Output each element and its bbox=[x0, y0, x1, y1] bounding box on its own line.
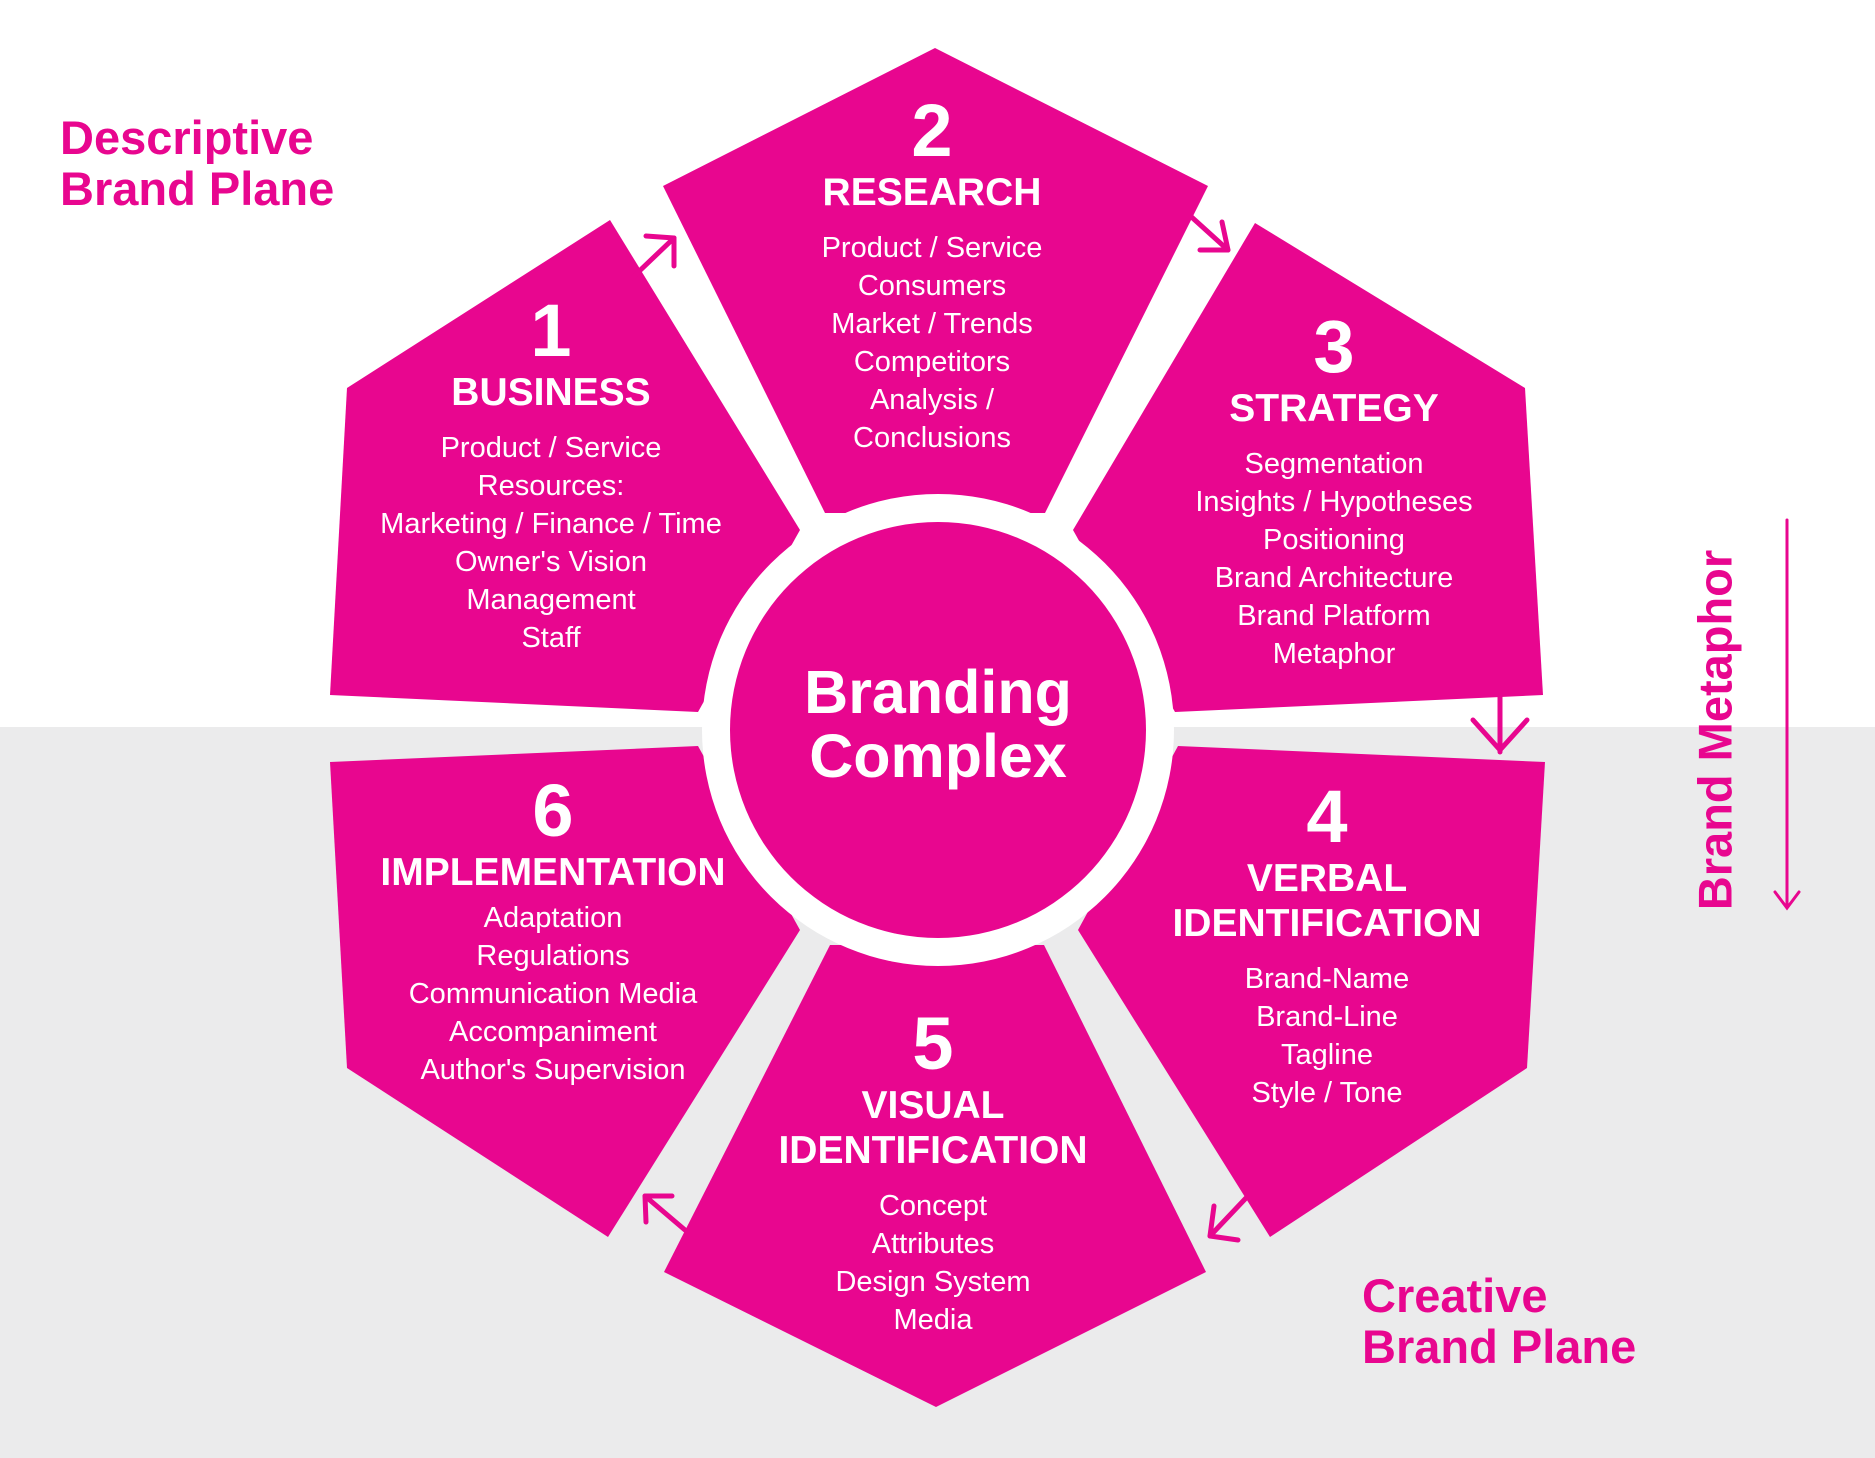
list-item: Brand Architecture bbox=[1214, 562, 1454, 594]
list-item: Market / Trends bbox=[831, 308, 1033, 340]
segment-2-content: 2 RESEARCH Product / Service Consumers M… bbox=[822, 92, 1043, 457]
center-title: Branding Complex bbox=[804, 660, 1072, 788]
list-item: Staff bbox=[521, 622, 581, 654]
list-item: Regulations bbox=[476, 940, 630, 972]
list-item: Author's Supervision bbox=[420, 1054, 686, 1086]
segment-4-number: 4 bbox=[1306, 775, 1348, 858]
segment-5-items: Concept Attributes Design System Media bbox=[778, 1187, 1087, 1339]
segment-2-items: Product / Service Consumers Market / Tre… bbox=[822, 229, 1043, 457]
arrow-2-to-3-icon bbox=[1183, 209, 1231, 253]
segment-4-title-line-2: IDENTIFICATION bbox=[1172, 902, 1482, 945]
segment-3-shape bbox=[1073, 223, 1543, 712]
list-item: Media bbox=[893, 1304, 973, 1336]
center-title-line-2: Complex bbox=[809, 722, 1067, 790]
center-circle bbox=[730, 522, 1146, 938]
list-item: Metaphor bbox=[1272, 638, 1396, 670]
descriptive-plane-line-1: Descriptive bbox=[60, 111, 314, 164]
list-item: Product / Service bbox=[821, 232, 1043, 264]
list-item: Adaptation bbox=[483, 902, 623, 934]
brand-metaphor-label: Brand Metaphor bbox=[1688, 549, 1742, 911]
arrow-5-to-6-icon bbox=[642, 1193, 688, 1233]
list-item: Communication Media bbox=[408, 978, 698, 1010]
segment-3-number: 3 bbox=[1313, 305, 1355, 388]
segment-6-content: 6 IMPLEMENTATION Adaptation Regulations … bbox=[380, 772, 725, 1089]
creative-plane-label: Creative Brand Plane bbox=[1362, 1270, 1636, 1372]
list-item: Management bbox=[466, 584, 636, 616]
segment-4-content: 4 VERBAL IDENTIFICATION Brand-Name Brand… bbox=[1172, 778, 1481, 1112]
segment-1-items: Product / Service Resources: Marketing /… bbox=[380, 429, 722, 657]
center-title-line-1: Branding bbox=[804, 658, 1072, 726]
segment-2-title: RESEARCH bbox=[822, 171, 1042, 214]
segment-6-number: 6 bbox=[532, 769, 574, 852]
list-item: Concept bbox=[878, 1190, 987, 1222]
list-item: Accompaniment bbox=[449, 1016, 657, 1048]
segment-2-shape bbox=[663, 48, 1208, 513]
brand-metaphor-arrow-icon bbox=[1773, 518, 1801, 911]
descriptive-plane-line-2: Brand Plane bbox=[60, 162, 335, 215]
list-item: Analysis / bbox=[869, 384, 995, 416]
segment-5-title-line-2: IDENTIFICATION bbox=[778, 1129, 1088, 1172]
list-item: Brand-Name bbox=[1244, 963, 1410, 995]
list-item: Brand Platform bbox=[1237, 600, 1431, 632]
segment-4-shape bbox=[1078, 746, 1545, 1237]
segment-3-items: Segmentation Insights / Hypotheses Posit… bbox=[1195, 445, 1472, 673]
creative-plane-line-1: Creative bbox=[1362, 1269, 1548, 1322]
segment-5-content: 5 VISUAL IDENTIFICATION Concept Attribut… bbox=[778, 1005, 1087, 1339]
list-item: Attributes bbox=[871, 1228, 995, 1260]
segment-4-title-line-1: VERBAL bbox=[1246, 857, 1408, 900]
segment-6-shape bbox=[330, 746, 800, 1237]
list-item: Style / Tone bbox=[1251, 1077, 1403, 1109]
segment-1-number: 1 bbox=[530, 289, 572, 372]
segment-3-title: STRATEGY bbox=[1229, 387, 1439, 430]
arrow-3-to-4-icon bbox=[1470, 673, 1530, 755]
list-item: Positioning bbox=[1263, 524, 1405, 556]
descriptive-plane-label: Descriptive Brand Plane bbox=[60, 112, 334, 214]
list-item: Insights / Hypotheses bbox=[1195, 486, 1473, 518]
segment-1-title: BUSINESS bbox=[451, 371, 651, 414]
segment-4-items: Brand-Name Brand-Line Tagline Style / To… bbox=[1172, 960, 1481, 1112]
list-item: Segmentation bbox=[1244, 448, 1424, 480]
segment-5-number: 5 bbox=[912, 1002, 954, 1085]
segment-6-title: IMPLEMENTATION bbox=[380, 851, 726, 894]
list-item: Owner's Vision bbox=[455, 546, 647, 578]
segment-5-title-line-1: VISUAL bbox=[861, 1084, 1005, 1127]
list-item: Consumers bbox=[857, 270, 1007, 302]
list-item: Product / Service bbox=[440, 432, 662, 464]
list-item: Tagline bbox=[1281, 1039, 1373, 1071]
list-item: Conclusions bbox=[853, 422, 1011, 454]
arrow-1-to-2-icon bbox=[629, 233, 677, 281]
arrow-4-to-5-icon bbox=[1207, 1195, 1249, 1243]
list-item: Competitors bbox=[853, 346, 1011, 378]
list-item: Design System bbox=[835, 1266, 1031, 1298]
creative-plane-line-2: Brand Plane bbox=[1362, 1320, 1637, 1373]
segment-3-content: 3 STRATEGY Segmentation Insights / Hypot… bbox=[1195, 308, 1472, 673]
segment-6-items: Adaptation Regulations Communication Med… bbox=[380, 899, 725, 1089]
list-item: Marketing / Finance / Time bbox=[380, 508, 722, 540]
segment-2-number: 2 bbox=[911, 89, 953, 172]
list-item: Brand-Line bbox=[1256, 1001, 1398, 1033]
segment-1-content: 1 BUSINESS Product / Service Resources: … bbox=[380, 292, 722, 657]
list-item: Resources: bbox=[477, 470, 625, 502]
segment-5-shape bbox=[664, 945, 1206, 1407]
segment-1-shape bbox=[330, 220, 800, 712]
